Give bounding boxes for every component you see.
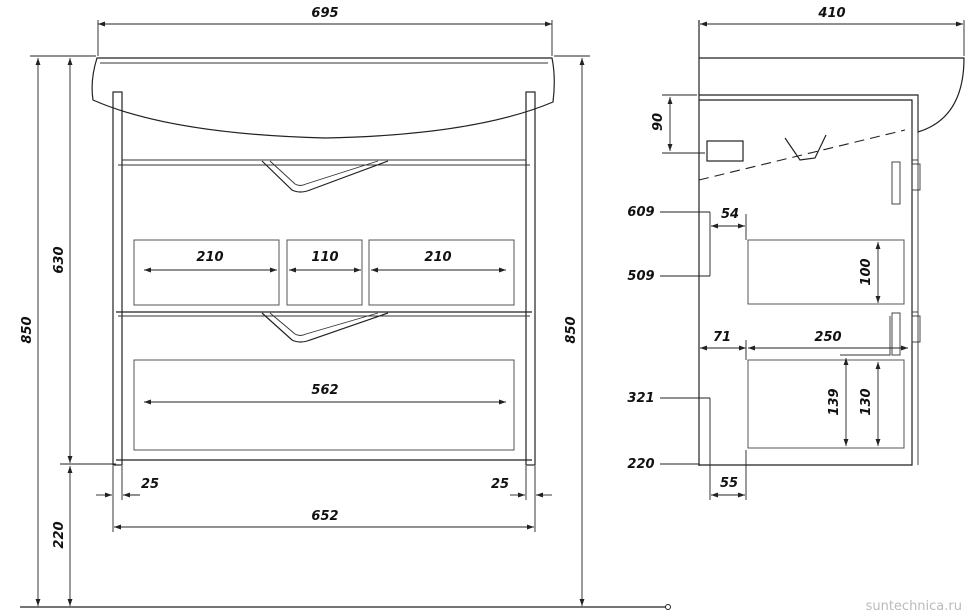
front-view: 695 850 630 220 850 210 110 210 562 25 (20, 6, 671, 610)
label-offset-54: 54 (721, 207, 739, 222)
upper-drawer-handle (261, 160, 389, 193)
label-drawer-left: 210 (196, 250, 223, 265)
upper-drawer-side (747, 239, 905, 305)
basin-outline (91, 57, 555, 139)
label-overall-height: 850 (20, 316, 35, 343)
siphon-trap (784, 134, 827, 161)
label-drawer-right: 210 (424, 250, 451, 265)
upper-front-pull (911, 163, 921, 191)
lower-drawer-handle (261, 312, 389, 343)
label-level-mid: 509 (627, 269, 654, 284)
upper-handle-recess (891, 161, 901, 205)
upper-compartment-left (133, 239, 280, 306)
label-offset-71: 71 (713, 330, 731, 345)
label-body-height: 630 (52, 246, 67, 273)
label-drawer-depth: 250 (814, 330, 841, 345)
lower-compartment (133, 359, 515, 451)
label-overall-width: 695 (311, 6, 338, 21)
label-drawer-center: 110 (311, 250, 338, 265)
label-base-width: 652 (311, 509, 338, 524)
upper-compartment-center (286, 239, 363, 306)
label-lower-139: 139 (827, 388, 842, 415)
label-level-low: 321 (627, 391, 654, 406)
siphon-box (706, 140, 744, 162)
right-side-panel (525, 91, 536, 466)
label-right-height: 850 (564, 316, 579, 343)
cabinet-side-outline (699, 99, 913, 466)
basin-side-profile (699, 57, 965, 133)
left-side-panel (112, 91, 123, 466)
lower-drawer-handle-inner (269, 312, 379, 336)
label-level-base: 220 (627, 457, 654, 472)
label-lower-drawer: 562 (311, 383, 338, 398)
label-leg-height: 220 (52, 521, 67, 548)
floor-marker (665, 604, 671, 610)
upper-compartment-right (368, 239, 515, 306)
label-bottom-offset: 55 (720, 476, 738, 491)
drain-pipe (698, 129, 906, 181)
watermark: suntechnica.ru (866, 599, 962, 614)
label-upper-drawer-height: 100 (859, 258, 874, 285)
lower-front-pull (911, 315, 921, 343)
drawer-depth-leader (840, 316, 891, 356)
label-left-inset: 25 (141, 477, 159, 492)
lower-handle-recess (891, 312, 901, 356)
lower-drawer-side (747, 359, 905, 449)
label-right-inset: 25 (491, 477, 509, 492)
side-view: 410 90 609 509 321 220 54 100 71 250 1 (627, 6, 965, 500)
label-level-upper: 609 (627, 205, 654, 220)
label-top-offset: 90 (651, 113, 666, 131)
label-depth: 410 (817, 6, 845, 21)
upper-drawer-handle-inner (269, 160, 379, 186)
label-lower-130: 130 (859, 388, 874, 415)
